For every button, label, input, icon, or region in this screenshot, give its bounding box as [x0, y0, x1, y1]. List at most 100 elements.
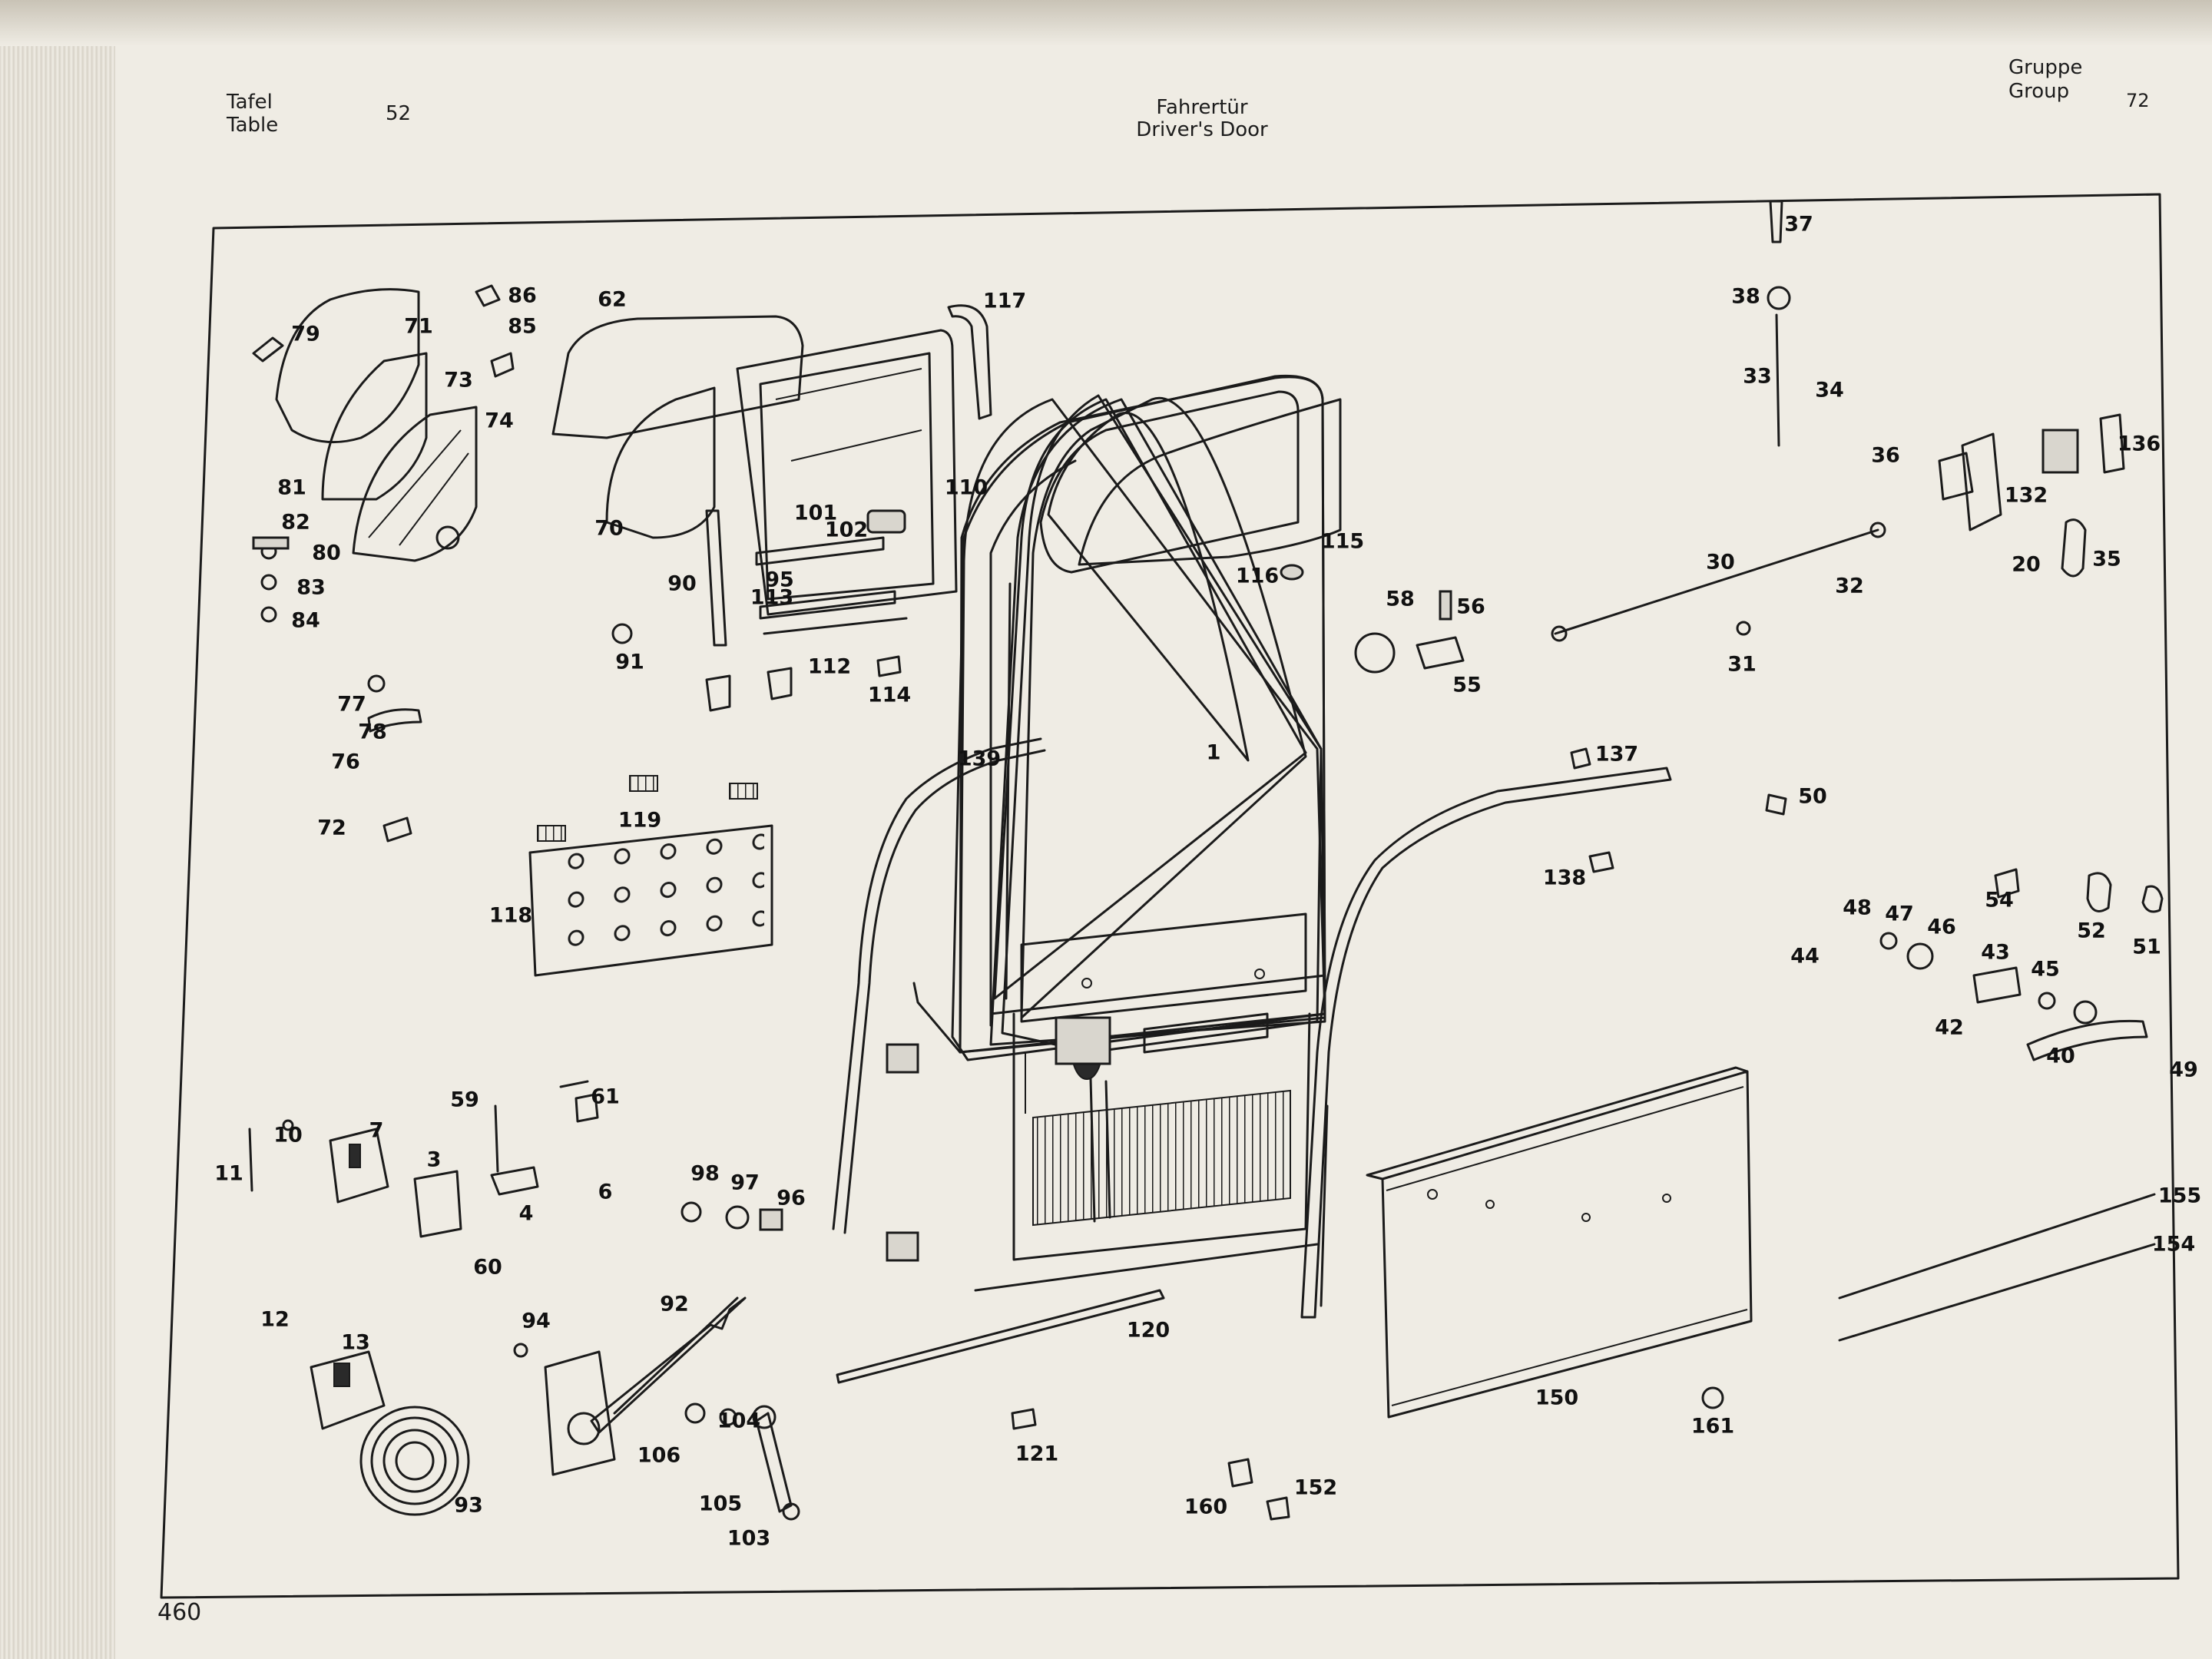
callout-6: 6 — [598, 1180, 613, 1204]
callout-70: 70 — [594, 516, 624, 541]
callout-71: 71 — [404, 314, 433, 339]
callout-94: 94 — [522, 1309, 551, 1333]
callout-119: 119 — [618, 808, 662, 833]
callout-30: 30 — [1706, 550, 1735, 575]
callout-110: 110 — [944, 475, 988, 500]
callout-80: 80 — [312, 541, 341, 565]
callout-7: 7 — [369, 1118, 384, 1143]
callout-61: 61 — [591, 1084, 620, 1109]
callout-106: 106 — [637, 1443, 681, 1468]
callout-150: 150 — [1535, 1386, 1579, 1410]
callout-12: 12 — [260, 1307, 290, 1332]
callout-91: 91 — [615, 650, 644, 674]
callout-121: 121 — [1015, 1442, 1059, 1466]
callout-82: 82 — [281, 510, 310, 535]
callout-86: 86 — [508, 283, 537, 308]
callout-104: 104 — [717, 1409, 761, 1433]
vent-window-group — [275, 288, 478, 562]
callout-161: 161 — [1690, 1414, 1735, 1439]
group-number: 72 — [2126, 90, 2150, 111]
callout-155: 155 — [2157, 1184, 2202, 1208]
callout-95: 95 — [765, 568, 794, 592]
tafel-label-en: Table — [227, 114, 279, 137]
callout-40: 40 — [2046, 1044, 2075, 1068]
page-number: 460 — [157, 1599, 202, 1626]
callout-34: 34 — [1815, 378, 1844, 402]
callout-62: 62 — [598, 287, 627, 312]
callout-96: 96 — [777, 1186, 806, 1210]
callout-55: 55 — [1452, 673, 1482, 697]
callout-112: 112 — [807, 654, 852, 679]
callout-37: 37 — [1784, 212, 1813, 237]
callout-90: 90 — [667, 571, 697, 596]
callout-160: 160 — [1184, 1495, 1228, 1519]
callout-154: 154 — [2151, 1232, 2196, 1257]
callout-60: 60 — [473, 1255, 502, 1280]
tafel-label-de: Tafel — [227, 91, 273, 114]
callout-74: 74 — [485, 409, 514, 433]
callout-138: 138 — [1542, 866, 1587, 890]
callout-152: 152 — [1293, 1475, 1338, 1500]
callout-10: 10 — [273, 1123, 303, 1147]
callout-120: 120 — [1126, 1318, 1171, 1343]
callout-43: 43 — [1981, 940, 2010, 965]
callout-85: 85 — [508, 314, 537, 339]
callout-77: 77 — [337, 692, 366, 717]
callout-118: 118 — [488, 903, 533, 928]
callout-136: 136 — [2117, 432, 2161, 456]
callout-49: 49 — [2169, 1058, 2198, 1082]
callout-103: 103 — [727, 1526, 771, 1551]
callout-101: 101 — [793, 501, 838, 525]
callout-116: 116 — [1235, 564, 1280, 588]
door-shell — [832, 374, 1672, 1319]
callout-1: 1 — [1206, 740, 1221, 765]
callout-58: 58 — [1386, 587, 1415, 611]
book-page-edges — [0, 0, 115, 1659]
callout-56: 56 — [1456, 594, 1485, 619]
callout-73: 73 — [444, 368, 473, 392]
callout-54: 54 — [1985, 888, 2014, 912]
callout-137: 137 — [1594, 742, 1639, 767]
page-title-en: Driver's Door — [1136, 118, 1268, 141]
callout-42: 42 — [1935, 1015, 1964, 1040]
callout-45: 45 — [2031, 957, 2060, 982]
callout-51: 51 — [2132, 935, 2161, 959]
callout-13: 13 — [341, 1330, 370, 1355]
callout-4: 4 — [518, 1201, 534, 1226]
callout-44: 44 — [1790, 944, 1820, 969]
callout-93: 93 — [454, 1493, 483, 1518]
callout-117: 117 — [982, 289, 1027, 313]
door-panel-118 — [528, 818, 773, 977]
callout-132: 132 — [2004, 483, 2048, 508]
callout-31: 31 — [1727, 652, 1757, 677]
page-title-de: Fahrertür — [1156, 96, 1248, 119]
callout-102: 102 — [824, 518, 869, 542]
callout-38: 38 — [1731, 284, 1760, 309]
callout-113: 113 — [750, 585, 794, 610]
callout-92: 92 — [660, 1292, 689, 1316]
callout-46: 46 — [1927, 915, 1956, 939]
book-top-shadow — [0, 0, 2212, 46]
gruppe-label-en: Group — [2008, 80, 2070, 103]
callout-36: 36 — [1871, 443, 1900, 468]
callout-35: 35 — [2092, 547, 2121, 571]
callout-84: 84 — [291, 608, 320, 633]
callout-97: 97 — [730, 1171, 760, 1195]
callout-72: 72 — [317, 816, 346, 840]
callout-50: 50 — [1798, 784, 1827, 809]
callout-47: 47 — [1885, 902, 1914, 926]
callout-98: 98 — [690, 1161, 720, 1186]
callout-78: 78 — [358, 720, 387, 744]
callout-52: 52 — [2077, 919, 2106, 943]
callout-32: 32 — [1835, 574, 1864, 598]
callout-33: 33 — [1743, 364, 1772, 389]
callout-105: 105 — [698, 1492, 743, 1516]
callout-81: 81 — [277, 475, 306, 500]
callout-11: 11 — [214, 1161, 243, 1186]
callout-76: 76 — [331, 750, 360, 774]
callout-48: 48 — [1843, 896, 1872, 920]
callout-139: 139 — [957, 747, 1002, 771]
callout-59: 59 — [450, 1088, 479, 1112]
